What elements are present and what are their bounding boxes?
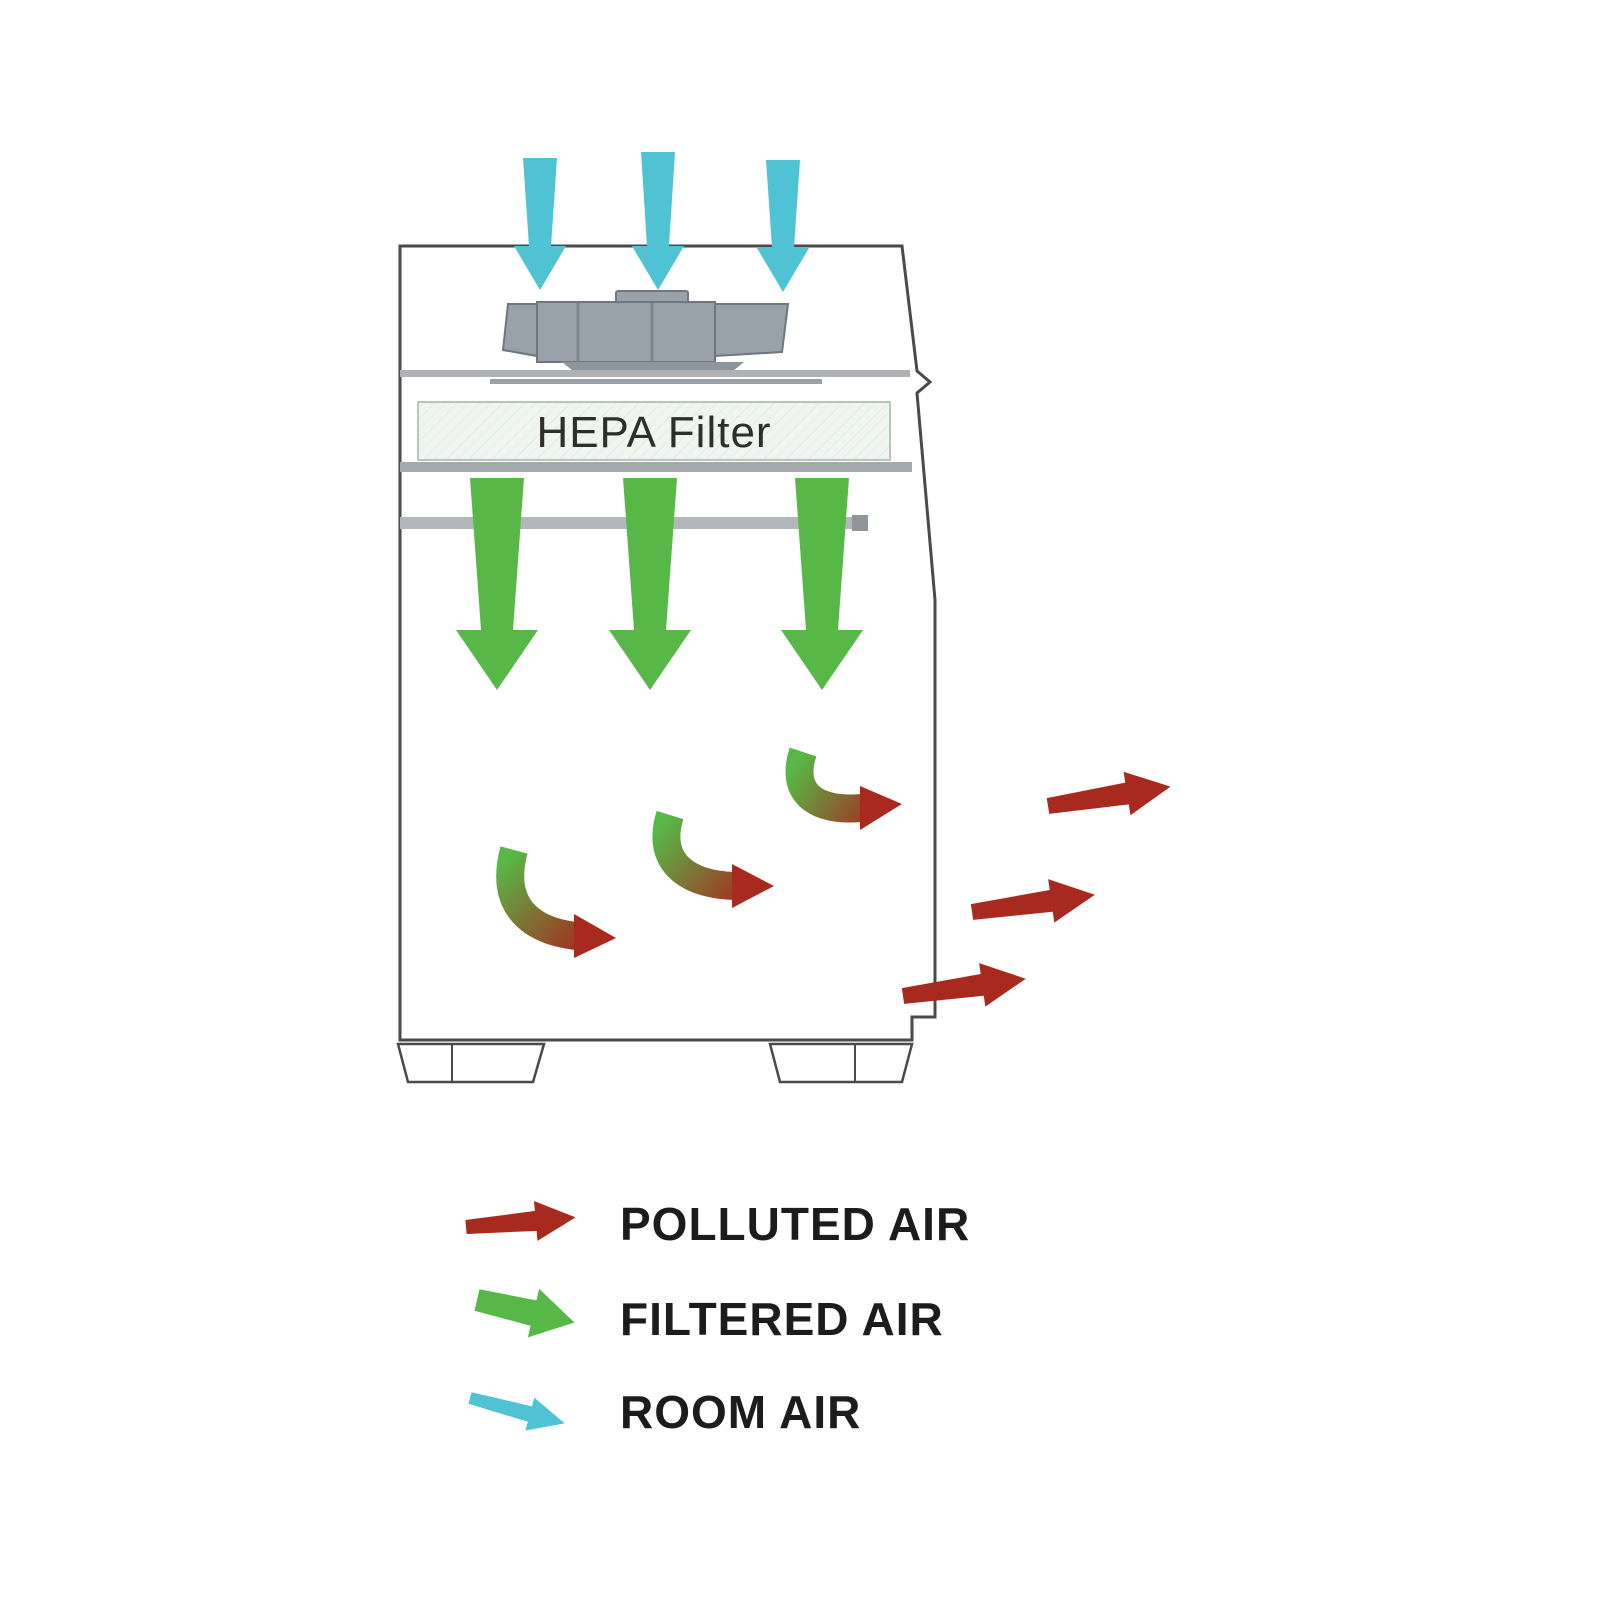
filtered-air-arrow: [456, 478, 538, 690]
cabinet-foot-right: [768, 1042, 914, 1084]
cabinet-foot-left: [396, 1042, 546, 1084]
legend-row-filtered-air: FILTERED AIR: [474, 1288, 944, 1345]
legend-row-polluted-air: POLLUTED AIR: [465, 1198, 970, 1250]
polluted-air-legend-icon: [465, 1200, 576, 1241]
hepa-filter: HEPA Filter: [417, 401, 891, 461]
mixing-arrow-head: [574, 914, 616, 958]
fan-skirt: [562, 362, 744, 371]
filtered-air-arrow: [781, 478, 863, 690]
mixing-arrow-curve: [652, 810, 735, 900]
room-air-arrow: [514, 158, 566, 290]
polluted-air-arrow: [970, 879, 1095, 923]
hepa-filter-label: HEPA Filter: [536, 408, 771, 457]
bar-under-fan: [400, 370, 910, 377]
hepa-filter-box: [417, 401, 891, 461]
mixing-arrow: [652, 810, 774, 908]
diffuser-bar-endcap: [852, 515, 868, 531]
bar-below-hepa: [400, 462, 912, 472]
bar-under-fan-inner: [490, 379, 822, 384]
room-air-arrows: [514, 152, 809, 292]
fan-assembly: [501, 290, 790, 371]
mixing-arrow: [785, 747, 902, 830]
mixing-arrow-curve: [496, 846, 579, 950]
polluted-air-legend-label: POLLUTED AIR: [620, 1198, 970, 1250]
filtered-air-arrows: [456, 478, 863, 690]
filtered-air-legend-label: FILTERED AIR: [620, 1293, 944, 1345]
mixing-arrow: [496, 846, 616, 958]
mixing-arrow-head: [732, 864, 774, 908]
mixing-arrows: [496, 747, 902, 958]
polluted-air-arrow: [1046, 771, 1171, 816]
room-air-legend-label: ROOM AIR: [620, 1386, 861, 1438]
room-air-arrow: [757, 160, 809, 292]
fan-blade-left: [501, 303, 538, 358]
fan-body: [536, 301, 716, 363]
mixing-arrow-curve: [785, 747, 864, 823]
mixing-arrow-head: [860, 786, 902, 830]
polluted-air-arrow: [901, 963, 1026, 1007]
fan-blade-right: [714, 303, 790, 358]
legend: POLLUTED AIR FILTERED AIR ROOM AIR: [465, 1198, 970, 1438]
filtered-air-arrow: [609, 478, 691, 690]
room-air-legend-icon: [468, 1392, 565, 1431]
filtered-air-legend-icon: [474, 1288, 575, 1338]
room-air-arrow: [632, 152, 684, 290]
legend-row-room-air: ROOM AIR: [468, 1386, 861, 1438]
polluted-air-arrows: [901, 771, 1171, 1007]
